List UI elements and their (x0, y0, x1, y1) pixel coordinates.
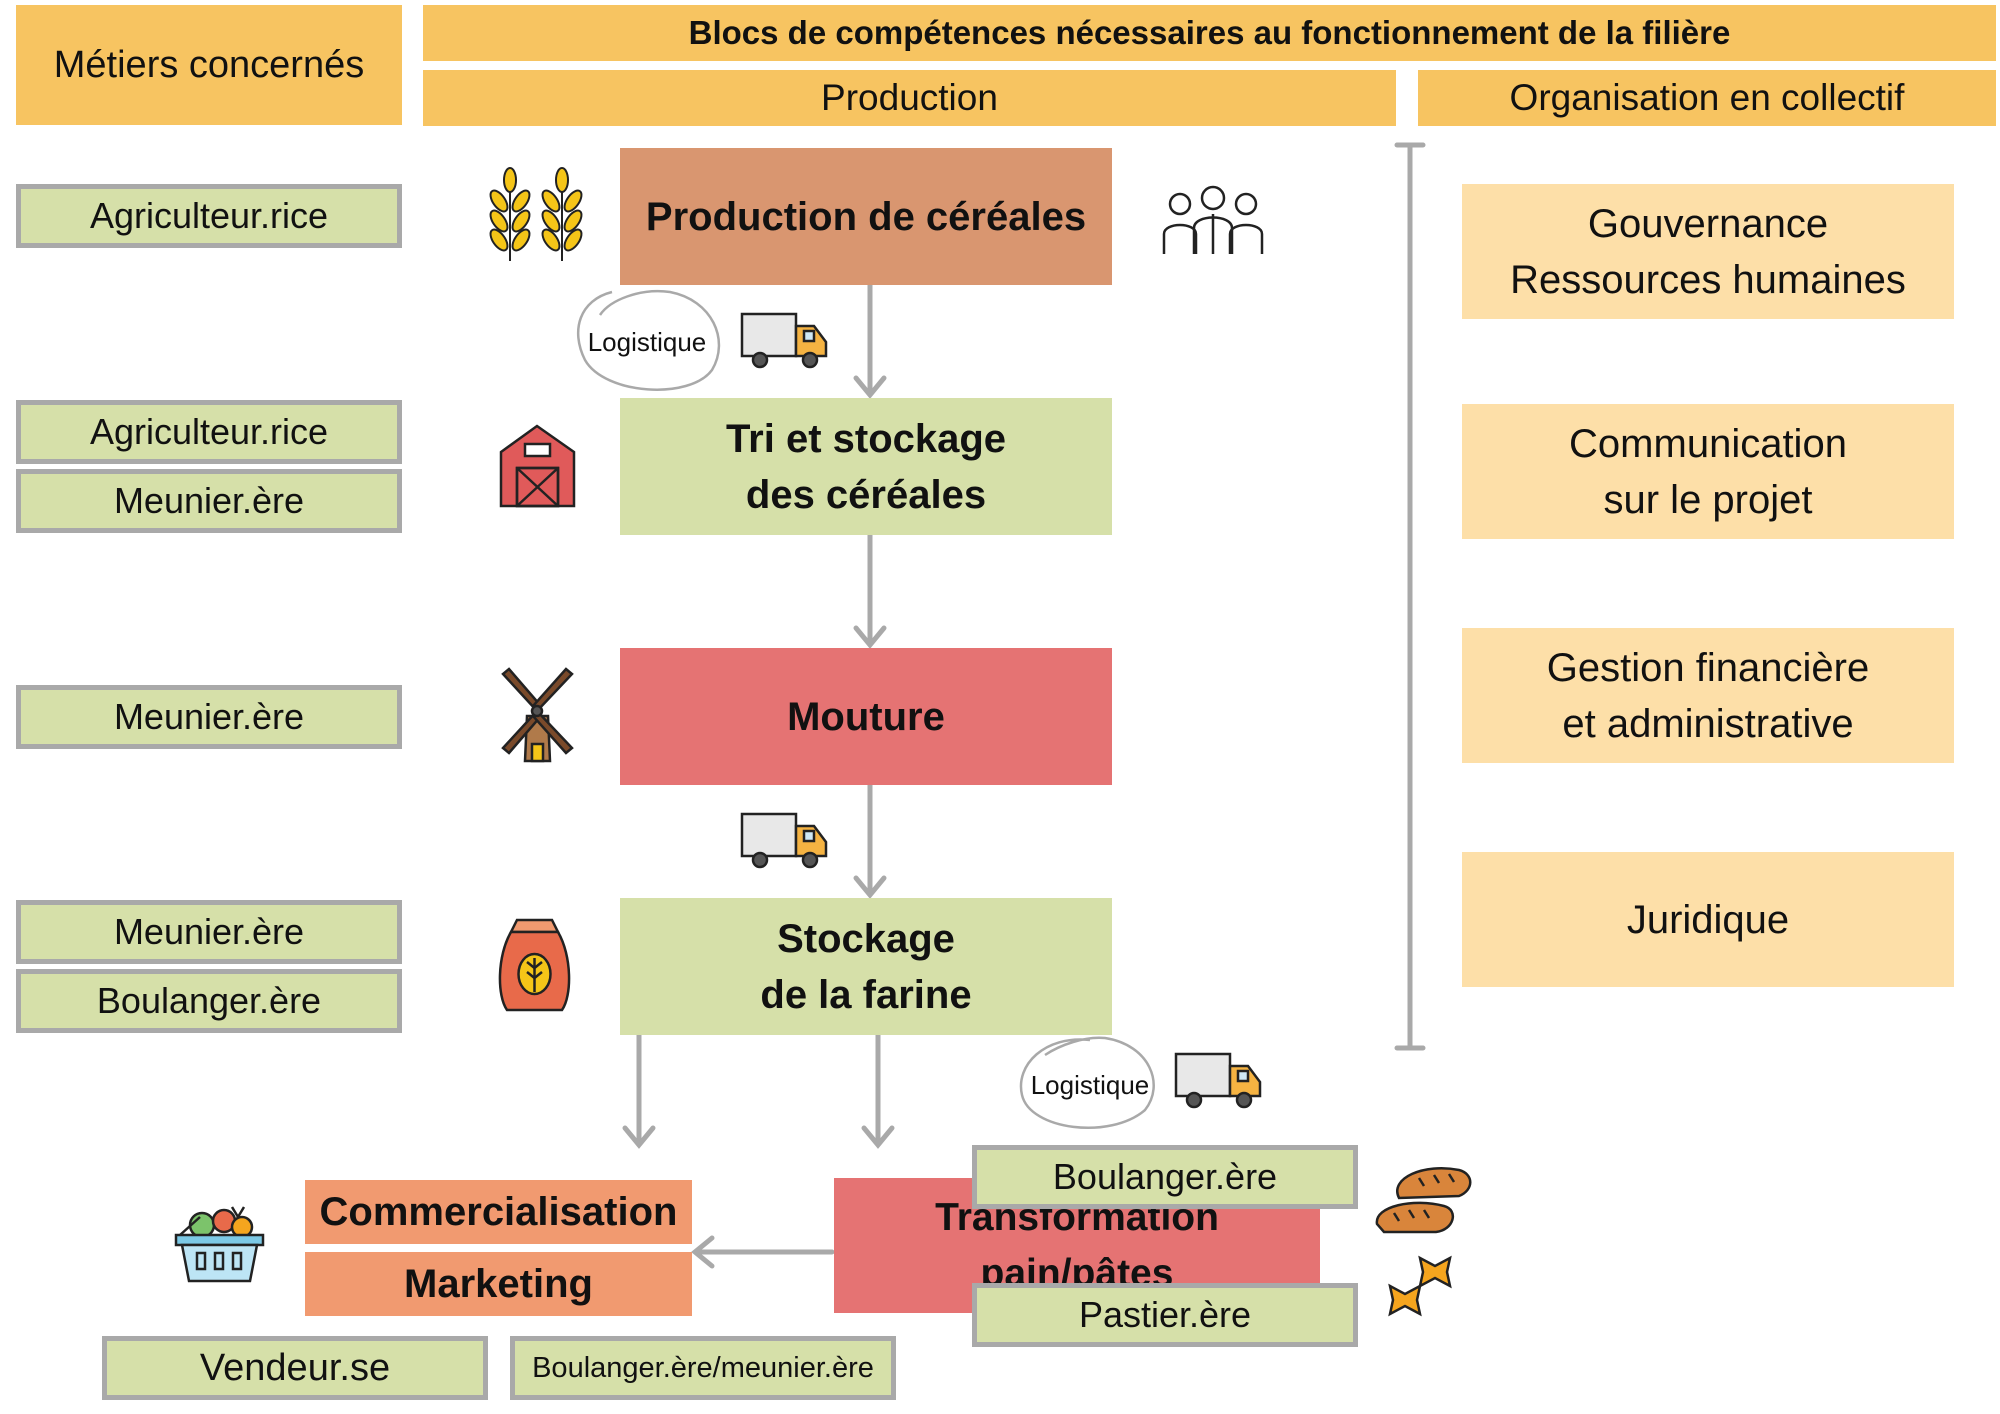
metiers-header: Métiers concernés (16, 5, 402, 125)
pasta-icon (1388, 1255, 1452, 1317)
org-communication-line1: Communication (1569, 421, 1847, 466)
role-boulanger-transformation: Boulanger.ère (972, 1145, 1358, 1209)
step-production-cereales-label: Production de céréales (645, 194, 1087, 239)
truck-icon (740, 812, 828, 869)
role-agriculteur-1: Agriculteur.rice (16, 184, 402, 248)
org-gestion-line2: et administrative (1562, 701, 1854, 746)
role-meunier-2: Meunier.ère (16, 685, 402, 749)
step-marketing-label: Marketing (404, 1262, 593, 1306)
step-tri-line2: des céréales (745, 472, 987, 517)
step-marketing: Marketing (305, 1252, 692, 1316)
org-juridique-label: Juridique (1626, 897, 1790, 942)
org-juridique: Juridique (1462, 852, 1954, 987)
role-boulanger-meunier: Boulanger.ère/meunier.ère (510, 1336, 896, 1400)
windmill-icon (501, 667, 574, 763)
truck-icon (1174, 1052, 1262, 1109)
org-gestion-line1: Gestion financière (1546, 645, 1870, 690)
organisation-header: Organisation en collectif (1418, 70, 1996, 126)
role-boulanger-1: Boulanger.ère (16, 969, 402, 1033)
role-vendeur: Vendeur.se (102, 1336, 488, 1400)
logistics-circle-1 (576, 289, 721, 391)
org-gestion: Gestion financière et administrative (1462, 628, 1954, 763)
step-mouture-label: Mouture (787, 694, 945, 739)
barn-icon (499, 424, 576, 508)
step-tri-stockage: Tri et stockage des céréales (620, 398, 1112, 535)
basket-icon (174, 1206, 265, 1283)
wheat-icon (489, 167, 583, 261)
step-stockage-line1: Stockage (777, 916, 955, 961)
org-gouvernance: Gouvernance Ressources humaines (1462, 184, 1954, 319)
flour-sack-icon (498, 918, 571, 1012)
step-production-cereales: Production de céréales (620, 148, 1112, 285)
org-communication-line2: sur le projet (1603, 477, 1813, 522)
role-meunier-1: Meunier.ère (16, 469, 402, 533)
logistics-label-2: Logistique (1030, 1069, 1150, 1100)
blocs-header: Blocs de compétences nécessaires au fonc… (423, 5, 1996, 61)
role-pastier: Pastier.ère (972, 1283, 1358, 1347)
truck-icon (740, 312, 828, 369)
role-meunier-3: Meunier.ère (16, 900, 402, 964)
step-mouture: Mouture (620, 648, 1112, 785)
step-commercialisation: Commercialisation (305, 1180, 692, 1244)
org-communication: Communication sur le projet (1462, 404, 1954, 539)
logistics-label-1: Logistique (587, 326, 707, 357)
org-gouvernance-line1: Gouvernance (1587, 201, 1829, 246)
logistics-circle-2 (1019, 1036, 1155, 1129)
step-commercialisation-label: Commercialisation (319, 1190, 678, 1234)
org-gouvernance-line2: Ressources humaines (1510, 257, 1906, 302)
production-header: Production (423, 70, 1396, 126)
step-stockage-farine: Stockage de la farine (620, 898, 1112, 1035)
bread-icon (1375, 1167, 1472, 1234)
step-tri-line1: Tri et stockage (725, 416, 1007, 461)
step-stockage-line2: de la farine (760, 972, 972, 1017)
role-agriculteur-2: Agriculteur.rice (16, 400, 402, 464)
people-icon (1162, 185, 1264, 254)
